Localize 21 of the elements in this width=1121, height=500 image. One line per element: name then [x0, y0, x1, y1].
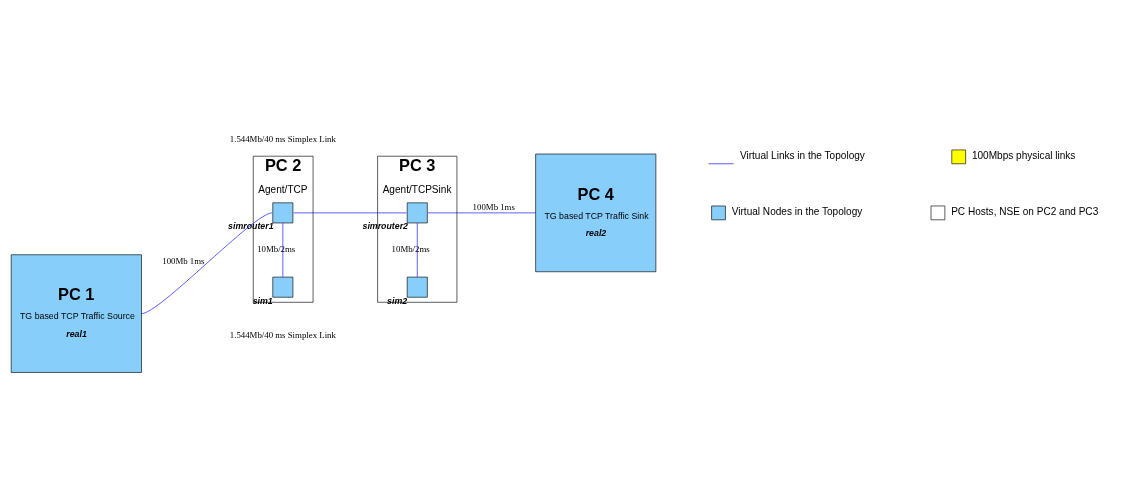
- legend-label: PC Hosts, NSE on PC2 and PC3: [951, 205, 1099, 217]
- legend-label: Virtual Links in the Topology: [739, 149, 865, 161]
- node-box: [406, 202, 428, 223]
- node-box: [406, 276, 428, 298]
- legend-label: Virtual Nodes in the Topology: [731, 205, 863, 217]
- node-box: PC 1 TG based TCP Traffic Source real1: [10, 253, 142, 373]
- legend-label: 100Mbps physical links: [971, 149, 1076, 161]
- edge-label: 10Mb/2ms: [257, 243, 296, 254]
- label: 1.544Mb/40 ms Simplex Link: [229, 133, 336, 144]
- edge-label: 10Mb/2ms: [391, 243, 430, 254]
- connector: [293, 212, 407, 213]
- label: 1.544Mb/40 ms Simplex Link: [229, 329, 336, 340]
- edge-label: 100Mb 1ms: [162, 255, 205, 266]
- node-box: PC 4 TG based TCP Traffic Sink real2: [535, 153, 657, 272]
- edge-label: 100Mb 1ms: [472, 201, 515, 212]
- connector: [141, 212, 273, 314]
- node-label: simrouter1: [228, 220, 274, 231]
- node-box: [272, 202, 294, 223]
- node-box: [272, 276, 294, 298]
- node-label: sim1: [252, 295, 273, 306]
- node-label: sim2: [387, 295, 408, 306]
